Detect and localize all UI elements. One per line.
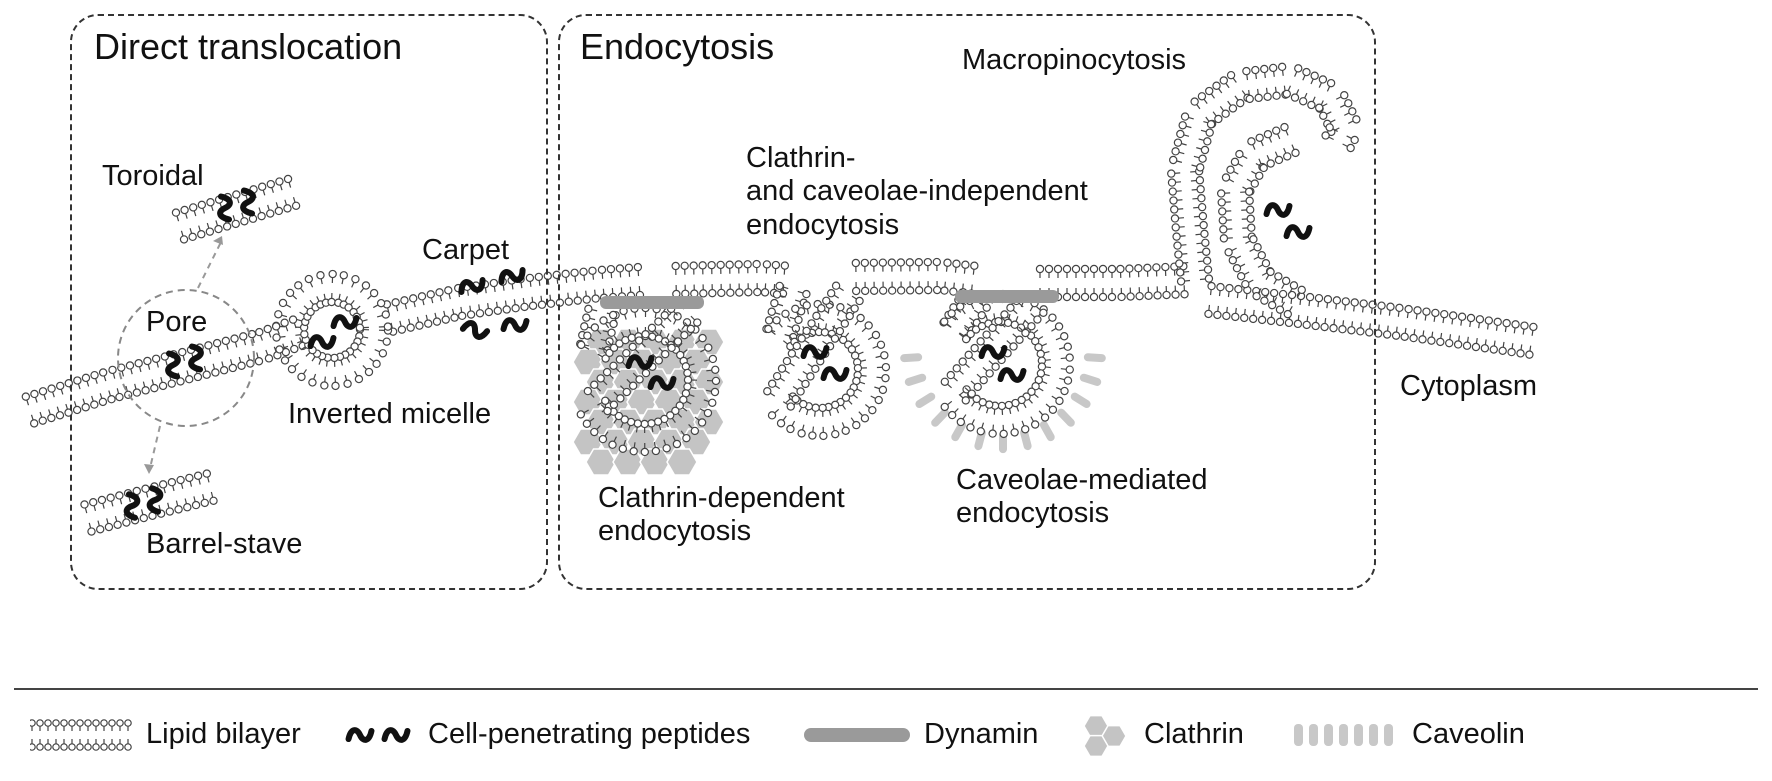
caveolae-pit [939, 288, 1074, 439]
micelle-peptide [307, 334, 337, 350]
barrel-stave-bilayer [80, 469, 218, 536]
legend-cpp: Cell-penetrating peptides [342, 707, 750, 763]
carpet-peptide [459, 320, 491, 340]
cytoplasm-label: Cytoplasm [1400, 370, 1537, 402]
toroidal-peptide [217, 193, 233, 223]
dynamin-clathrin [600, 296, 704, 309]
independent-pit [762, 281, 891, 441]
pore-arrow-up [197, 239, 223, 289]
legend-clathrin-label: Clathrin [1144, 718, 1244, 751]
legend-bilayer [30, 719, 132, 751]
legend-peptide [345, 727, 375, 743]
legend-caveolin: Caveolin [1290, 707, 1525, 763]
peptide-icon [345, 727, 411, 743]
caveolin-unit [1083, 353, 1106, 363]
legend-divider [14, 688, 1758, 690]
pore-circle [117, 289, 255, 427]
caveolin-unit [951, 420, 967, 442]
membrane-carpet [382, 262, 645, 336]
legend-caveolin-unit [1324, 724, 1333, 746]
macro-peptide [1263, 202, 1293, 218]
barrel-peptide [146, 485, 164, 515]
macro-peptide [1283, 224, 1313, 240]
inverted-micelle-label: Inverted micelle [288, 398, 492, 430]
direct-translocation-title: Direct translocation [94, 26, 403, 67]
direct-translocation-panel [70, 14, 548, 590]
pit-peptide [647, 375, 677, 391]
legend-peptide [381, 727, 411, 743]
clathrin-dependent-label: Clathrin-dependent endocytosis [598, 482, 845, 548]
caveolin-unit [1079, 373, 1102, 386]
pit-peptide [997, 367, 1027, 383]
legend-lipid-bilayer-label: Lipid bilayer [146, 718, 301, 751]
legend-caveolin-unit [1369, 724, 1378, 746]
caveolin-unit [1020, 428, 1032, 451]
caveolin-unit [900, 353, 923, 363]
legend-dynamin: Dynamin [802, 707, 1038, 763]
clathrin-hexagon [666, 448, 698, 476]
lipid-bilayer-icon [30, 719, 132, 751]
carpet-peptide [458, 277, 486, 295]
pore-arrowhead-down [144, 464, 154, 474]
micelle-peptide [330, 314, 360, 330]
legend-caveolin-unit [1339, 724, 1348, 746]
inverted-micelle [271, 269, 393, 391]
pit-peptide [820, 366, 850, 382]
membrane-right [1204, 281, 1538, 359]
dynamin-icon [804, 728, 910, 742]
legend-lipid-bilayer: Lipid bilayer [30, 707, 301, 763]
caveolin-icon [1294, 724, 1393, 746]
macropinocytosis-inner [1216, 122, 1306, 319]
dynamin-bar [804, 728, 910, 742]
caveolin-unit [931, 408, 949, 427]
caveolae-mediated-label: Caveolae-mediated endocytosis [956, 464, 1208, 530]
legend-caveolin-unit [1384, 724, 1393, 746]
carpet-peptide [498, 267, 526, 285]
legend-cpp-label: Cell-penetrating peptides [428, 718, 751, 751]
caveolin-unit [1039, 420, 1055, 442]
toroidal-label: Toroidal [102, 160, 204, 192]
endocytosis-title: Endocytosis [580, 26, 775, 67]
macropinocytosis-outer [1167, 62, 1361, 286]
pit-peptide [800, 344, 830, 360]
dynamin-caveolae [955, 290, 1059, 303]
toroidal-peptide [240, 187, 256, 217]
pore-arrow-down [149, 425, 161, 469]
pore-peptide [165, 350, 181, 380]
clathrin-hexagon [585, 448, 617, 476]
pit-peptide [978, 344, 1008, 360]
legend-caveolin-unit [1354, 724, 1363, 746]
clathrin-caveolae-independent-label: Clathrin- and caveolae-independent endoc… [746, 142, 1088, 241]
clathrin-hexagon [639, 448, 671, 476]
carpet-peptide [500, 317, 530, 333]
carpet-label: Carpet [422, 234, 510, 266]
pore-arrowhead-up [213, 236, 223, 245]
barrel-peptide [123, 491, 141, 521]
clathrin-icon [1083, 714, 1127, 758]
caveolin-ring [900, 353, 1106, 454]
caveolin-unit [1057, 408, 1075, 427]
caveolin-unit [904, 373, 927, 386]
caveolin-unit [915, 392, 936, 409]
legend-clathrin: Clathrin [1076, 707, 1244, 763]
barrel-stave-label: Barrel-stave [146, 528, 303, 560]
legend-caveolin-label: Caveolin [1412, 718, 1525, 751]
endocytosis-panel [558, 14, 1376, 590]
pore-peptide [188, 343, 204, 373]
pore-label: Pore [146, 306, 208, 338]
legend-dynamin-label: Dynamin [924, 718, 1039, 751]
macropinocytosis-label: Macropinocytosis [962, 44, 1187, 76]
caveolin-unit [1070, 392, 1091, 409]
legend-caveolin-unit [1294, 724, 1303, 746]
legend-hexagon [1083, 734, 1109, 758]
pit-peptide [625, 354, 655, 370]
legend-caveolin-unit [1309, 724, 1318, 746]
